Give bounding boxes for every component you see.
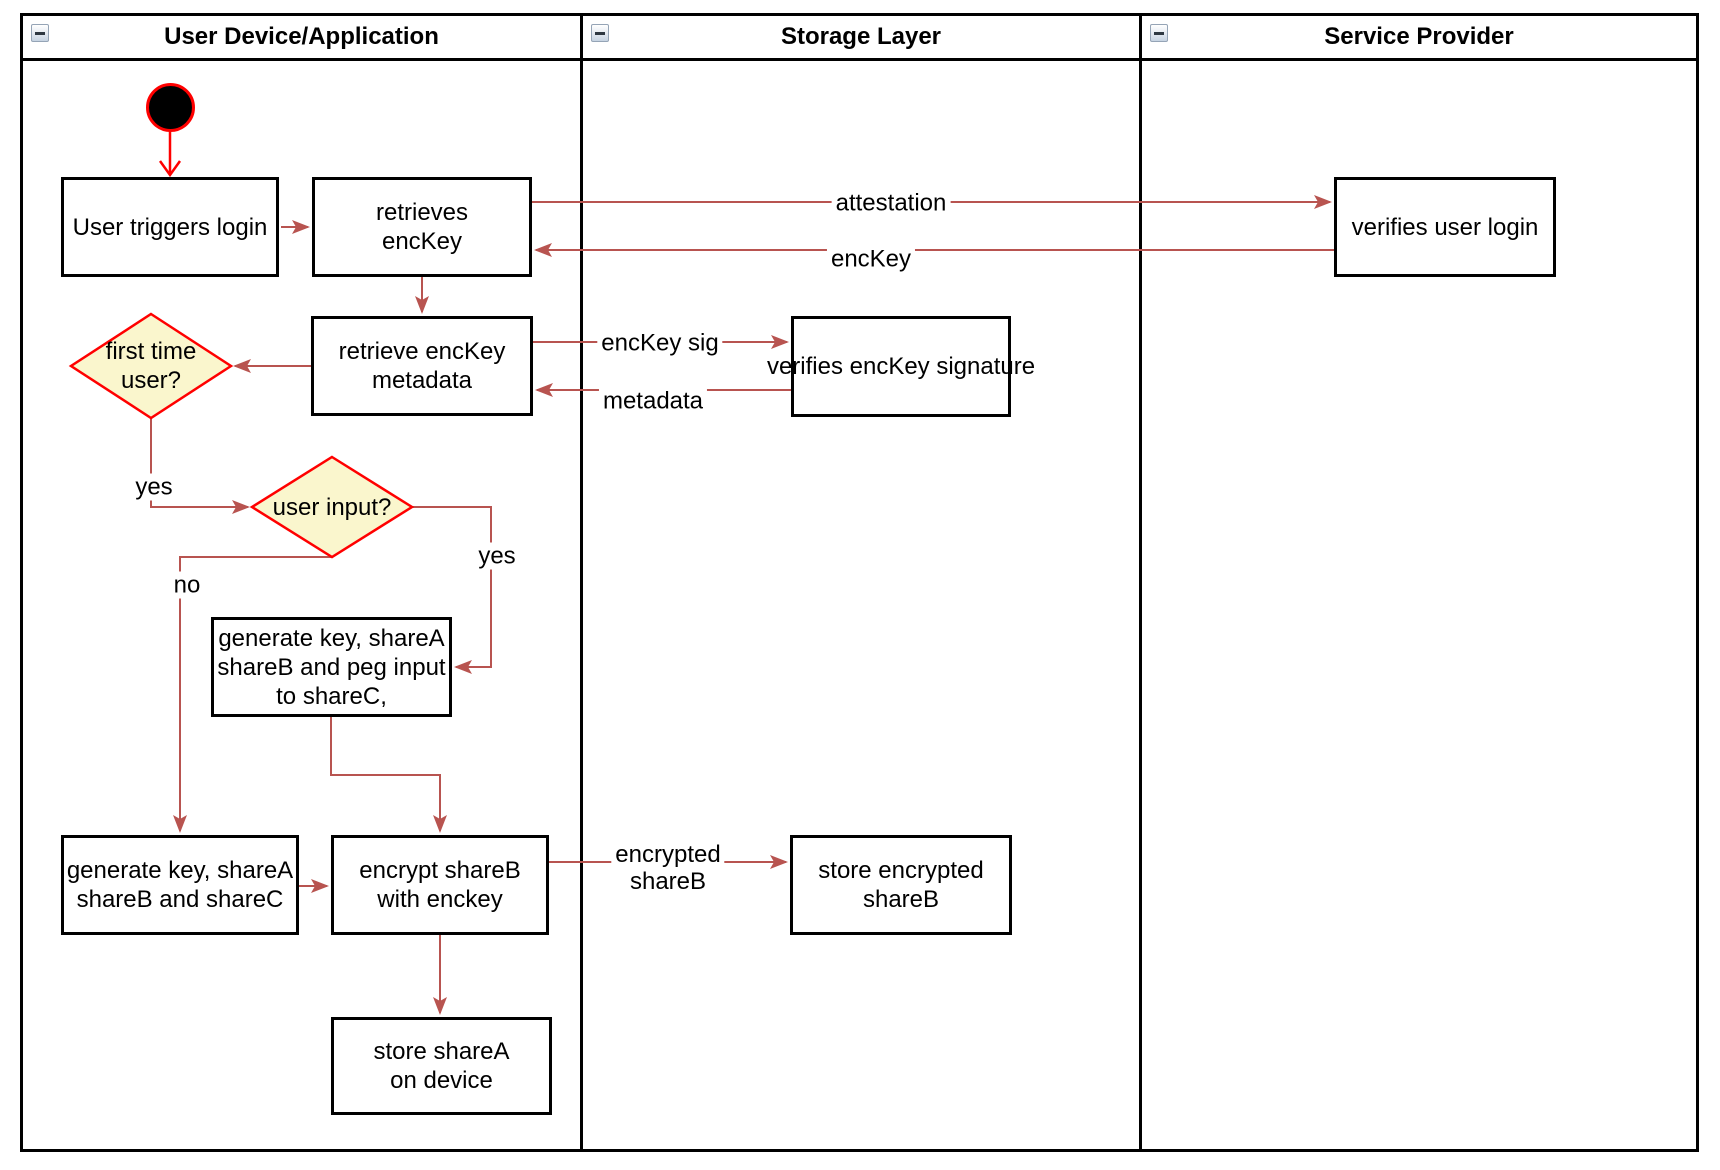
- task-user-triggers-login[interactable]: User triggers login: [61, 177, 279, 277]
- lane-title-service-provider: Service Provider: [1324, 23, 1514, 50]
- lane-storage-layer: Storage Layer: [583, 16, 1142, 1149]
- lane-header-service-provider[interactable]: Service Provider: [1142, 16, 1696, 61]
- edge-label-attestation: attestation: [831, 189, 951, 217]
- edge-label-user-input-yes: yes: [474, 542, 520, 570]
- task-verifies-user-login[interactable]: verifies user login: [1334, 177, 1556, 277]
- lane-service-provider: Service Provider: [1142, 16, 1696, 1149]
- task-store-encrypted-shareb[interactable]: store encrypted shareB: [790, 835, 1012, 935]
- lane-header-storage-layer[interactable]: Storage Layer: [583, 16, 1139, 61]
- lane-user-device: User Device/Application: [23, 16, 583, 1149]
- edge-label-first-time-yes: yes: [131, 473, 177, 501]
- task-store-sharea[interactable]: store shareA on device: [331, 1017, 552, 1115]
- lane-header-user-device[interactable]: User Device/Application: [23, 16, 580, 61]
- start-node[interactable]: [146, 83, 195, 132]
- edge-label-encrypted-shareb: encrypted shareB: [611, 841, 725, 895]
- edge-label-enckey-sig: encKey sig: [597, 329, 723, 357]
- edge-label-metadata: metadata: [598, 387, 708, 415]
- minus-icon: [595, 31, 605, 35]
- task-generate-key-peg-input[interactable]: generate key, shareA shareB and peg inpu…: [211, 617, 452, 717]
- collapse-icon[interactable]: [1150, 24, 1168, 42]
- collapse-icon[interactable]: [31, 24, 49, 42]
- edge-label-enckey: encKey: [826, 245, 916, 273]
- minus-icon: [1154, 31, 1164, 35]
- edge-label-user-input-no: no: [169, 571, 205, 599]
- lane-title-storage-layer: Storage Layer: [780, 23, 942, 50]
- collapse-icon[interactable]: [591, 24, 609, 42]
- lane-title-user-device: User Device/Application: [164, 23, 439, 50]
- minus-icon: [35, 31, 45, 35]
- task-encrypt-shareb[interactable]: encrypt shareB with enckey: [331, 835, 549, 935]
- task-retrieve-enckey-metadata[interactable]: retrieve encKey metadata: [311, 316, 533, 416]
- task-verifies-enckey-signature[interactable]: verifies encKey signature: [767, 316, 1035, 417]
- task-generate-key-shares[interactable]: generate key, shareA shareB and shareC: [61, 835, 299, 935]
- task-retrieves-enckey[interactable]: retrieves encKey: [312, 177, 532, 277]
